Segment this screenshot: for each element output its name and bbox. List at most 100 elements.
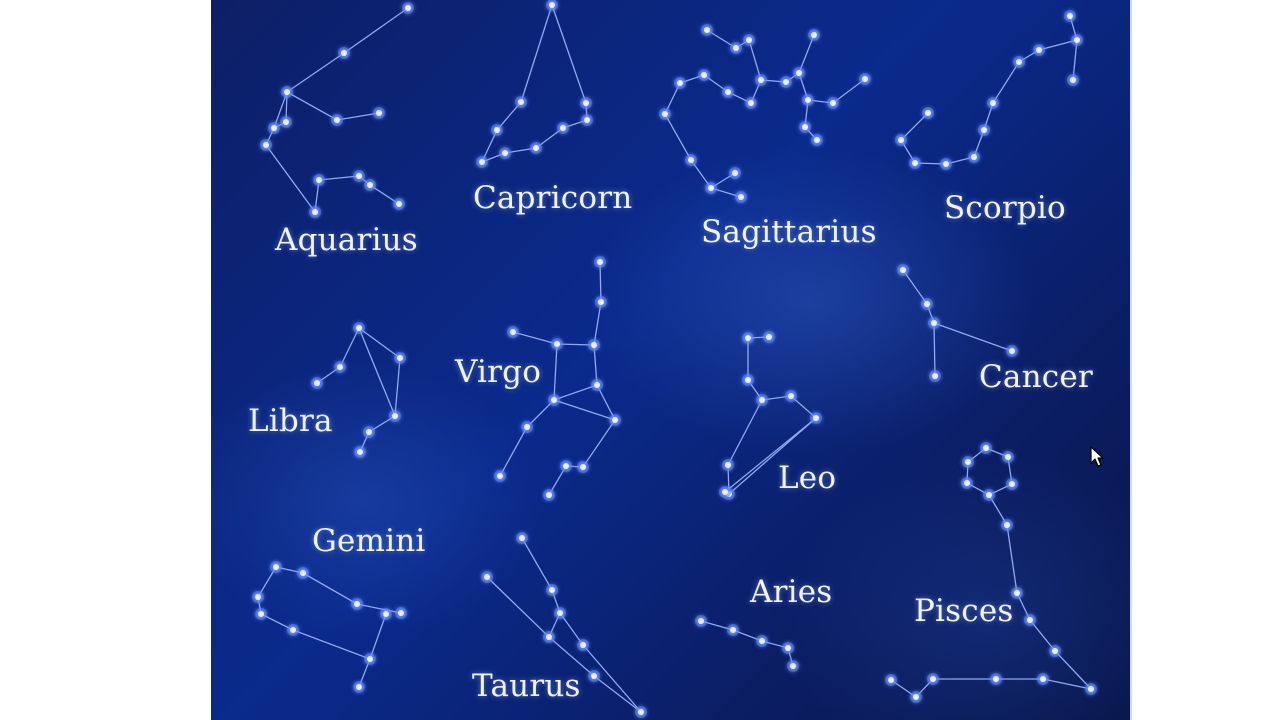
taurus-star	[484, 574, 490, 580]
gemini-star	[354, 601, 360, 607]
scorpio-star	[981, 127, 987, 133]
virgo-star	[580, 464, 586, 470]
leo-star	[766, 334, 772, 340]
gemini-star	[367, 656, 373, 662]
libra-star	[366, 429, 372, 435]
aquarius-star	[312, 209, 318, 215]
sagittarius-star	[746, 37, 752, 43]
pisces-star	[913, 694, 919, 700]
leo-star	[725, 462, 731, 468]
aquarius-constellation-line	[265, 7, 409, 213]
sagittarius-star	[677, 80, 683, 86]
label-pisces: Pisces	[914, 593, 1014, 629]
libra-star	[397, 355, 403, 361]
libra-star	[356, 325, 362, 331]
scorpio-star	[898, 137, 904, 143]
scorpio-star	[1067, 13, 1073, 19]
aquarius-star	[356, 173, 362, 179]
libra-constellation-line	[358, 327, 396, 417]
pisces-star	[986, 492, 992, 498]
libra-star	[314, 380, 320, 386]
sagittarius-star	[701, 72, 707, 78]
cancer-constellation-line	[902, 269, 936, 377]
leo-star	[813, 415, 819, 421]
scorpio-star	[1036, 47, 1042, 53]
aquarius-star	[367, 182, 373, 188]
cancer-star	[932, 373, 938, 379]
sagittarius-star	[725, 89, 731, 95]
leo-star	[759, 397, 765, 403]
gemini-constellation-line	[369, 613, 387, 660]
label-leo: Leo	[778, 460, 837, 496]
scorpio-star	[990, 100, 996, 106]
pisces-star	[1040, 676, 1046, 682]
aries-star	[785, 645, 791, 651]
pisces-star	[930, 676, 936, 682]
virgo-star	[524, 424, 530, 430]
pisces-star	[888, 677, 894, 683]
capricorn-star	[583, 100, 589, 106]
virgo-star	[497, 473, 503, 479]
aries-constellation-line	[700, 620, 794, 667]
label-cancer: Cancer	[979, 359, 1093, 395]
virgo-star	[598, 299, 604, 305]
aries-star	[698, 618, 704, 624]
gemini-star	[273, 564, 279, 570]
gemini-star	[258, 611, 264, 617]
pisces-star	[993, 676, 999, 682]
sagittarius-star	[732, 170, 738, 176]
leo-star	[722, 489, 728, 495]
virgo-star	[594, 382, 600, 388]
leo-star	[745, 377, 751, 383]
label-sagittarius: Sagittarius	[701, 214, 877, 250]
sagittarius-constellation-line	[760, 34, 815, 83]
libra-star	[357, 449, 363, 455]
sagittarius-star	[802, 124, 808, 130]
taurus-star	[546, 634, 552, 640]
capricorn-star	[549, 2, 555, 8]
sagittarius-star	[862, 76, 868, 82]
pisces-star	[1014, 590, 1020, 596]
capricorn-constellation-line	[480, 4, 588, 164]
sagittarius-star	[805, 97, 811, 103]
capricorn-star	[560, 125, 566, 131]
cancer-constellation-line	[933, 322, 1013, 352]
scorpio-constellation-line	[1069, 15, 1078, 81]
aquarius-star	[316, 177, 322, 183]
arrow-pointer-icon	[1090, 446, 1104, 467]
sagittarius-star	[733, 45, 739, 51]
pisces-star	[1009, 481, 1015, 487]
sagittarius-star	[748, 100, 754, 106]
gemini-star	[300, 570, 306, 576]
constellation-diagram	[252, 0, 1097, 718]
taurus-star	[519, 535, 525, 541]
pisces-star	[1004, 522, 1010, 528]
pisces-star	[983, 445, 989, 451]
aquarius-star	[283, 119, 289, 125]
taurus-star	[580, 642, 586, 648]
virgo-star	[591, 342, 597, 348]
scorpio-star	[1016, 59, 1022, 65]
taurus-star	[638, 709, 644, 715]
libra-star	[392, 413, 398, 419]
capricorn-star	[502, 150, 508, 156]
sagittarius-constellation-line	[804, 99, 818, 141]
label-virgo: Virgo	[455, 354, 542, 390]
taurus-star	[557, 610, 563, 616]
scorpio-star	[1070, 77, 1076, 83]
pisces-star	[1052, 648, 1058, 654]
label-gemini: Gemini	[312, 523, 426, 559]
virgo-star	[612, 417, 618, 423]
zodiac-constellation-image: Aquarius Capricorn Sagittarius Scorpio L…	[211, 0, 1130, 720]
gemini-constellation-line	[275, 566, 402, 614]
cancer-star	[931, 320, 937, 326]
leo-star	[788, 393, 794, 399]
label-aries: Aries	[750, 574, 833, 610]
virgo-star	[551, 397, 557, 403]
virgo-constellation-line	[499, 399, 555, 477]
virgo-star	[554, 341, 560, 347]
sagittarius-star	[811, 32, 817, 38]
gemini-star	[398, 610, 404, 616]
gemini-star	[356, 684, 362, 690]
pisces-star	[1027, 617, 1033, 623]
